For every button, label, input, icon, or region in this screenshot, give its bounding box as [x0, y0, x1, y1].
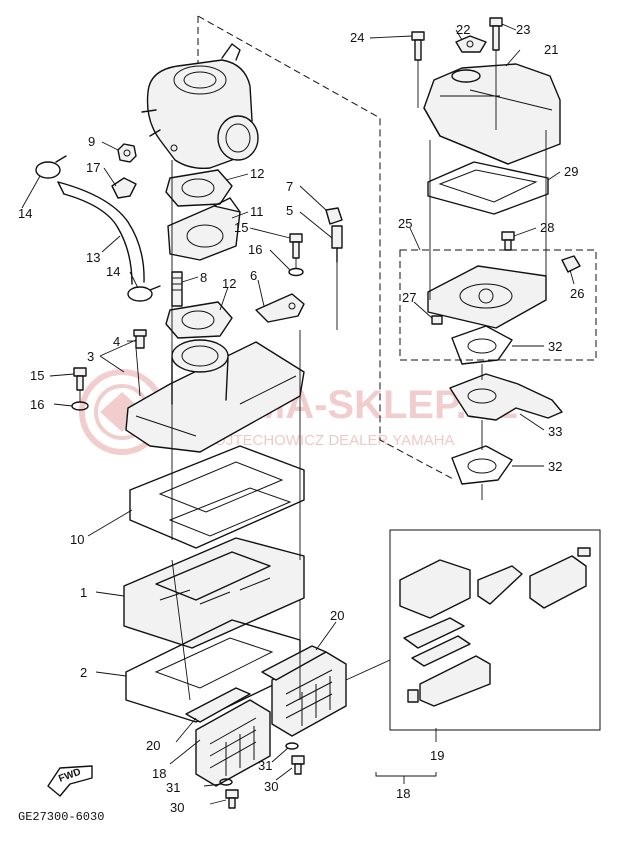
- callout-32-upper: 32: [548, 339, 562, 354]
- fitting-nipple: [561, 255, 581, 273]
- hose-clip-lower: [127, 285, 161, 302]
- callout-16-right: 16: [248, 242, 262, 257]
- callout-6: 6: [250, 268, 257, 283]
- callout-12-upper: 12: [250, 166, 264, 181]
- callout-33: 33: [548, 424, 562, 439]
- callout-26: 26: [570, 286, 584, 301]
- callout-15-left: 15: [30, 368, 44, 383]
- callout-labels: 1 2 3 4 5 6 7 8 9 10 11 12 12 13 14 14 1…: [18, 22, 584, 815]
- manifold-gasket: [129, 445, 305, 549]
- reed-valve-kit-inset: [389, 529, 601, 731]
- callout-10: 10: [70, 532, 84, 547]
- callout-8: 8: [200, 270, 207, 285]
- callout-5: 5: [286, 203, 293, 218]
- forward-direction-arrow: FWD: [47, 765, 93, 797]
- drawing-code: GE27300-6030: [18, 810, 104, 824]
- callout-28: 28: [540, 220, 554, 235]
- reed-valve-assembly-left: [195, 699, 271, 787]
- intake-silencer-cover: [423, 63, 561, 165]
- reed-valve-housing: [123, 537, 305, 649]
- callout-12-lower: 12: [222, 276, 236, 291]
- callout-13: 13: [86, 250, 100, 265]
- callout-2: 2: [80, 665, 87, 680]
- callout-31-right: 31: [258, 758, 272, 773]
- base-screw-left: [431, 315, 443, 325]
- carburetor: [141, 43, 259, 170]
- callout-18-bottom: 18: [396, 786, 410, 801]
- callout-20-right: 20: [330, 608, 344, 623]
- washer-right: [288, 267, 304, 277]
- callout-15-right: 15: [234, 220, 248, 235]
- callout-24: 24: [350, 30, 364, 45]
- stud-bolt: [171, 271, 183, 307]
- manifold-bolt-small: [133, 329, 147, 349]
- base-bolt-top: [501, 231, 515, 251]
- flange-gasket-upper: [451, 325, 513, 365]
- callout-32-lower: 32: [548, 459, 562, 474]
- callout-18-left: 18: [152, 766, 166, 781]
- bolt-right: [289, 233, 303, 259]
- callout-14-upper: 14: [18, 206, 32, 221]
- callout-17: 17: [86, 160, 100, 175]
- gasket-lower: [165, 301, 233, 339]
- hose-clamp-bracket: [111, 177, 137, 199]
- callout-30-right: 30: [264, 779, 278, 794]
- vacuum-cap: [325, 207, 343, 225]
- callout-27: 27: [402, 290, 416, 305]
- callout-31-left: 31: [166, 780, 180, 795]
- fuel-hose: [57, 181, 145, 285]
- lock-washer-right: [285, 742, 299, 750]
- callout-7: 7: [286, 179, 293, 194]
- watermark-subtitle: WOJTECHOWICZ DEALER YAMAHA: [200, 432, 454, 449]
- cap-nut: [117, 143, 137, 163]
- callout-23: 23: [516, 22, 530, 37]
- cover-bolt-right: [489, 17, 503, 51]
- check-valve: [331, 225, 343, 263]
- vent-fitting: [455, 35, 487, 53]
- assembly-lines: [79, 50, 547, 701]
- flange-gasket-lower: [451, 445, 513, 485]
- callout-25: 25: [398, 216, 412, 231]
- screw-right: [291, 755, 305, 775]
- guide-lines: [197, 15, 456, 481]
- bolt-left: [73, 367, 87, 391]
- leader-lines: [21, 23, 575, 805]
- screw-left: [225, 789, 239, 809]
- callout-21: 21: [544, 42, 558, 57]
- hose-clip-upper: [35, 155, 67, 179]
- gasket-upper: [165, 169, 233, 207]
- callout-30-left: 30: [170, 800, 184, 815]
- callout-20-left: 20: [146, 738, 160, 753]
- callout-3: 3: [87, 349, 94, 364]
- callout-29: 29: [564, 164, 578, 179]
- cover-bolt-left: [411, 31, 425, 61]
- silencer-stay: [449, 373, 563, 421]
- callout-19: 19: [430, 748, 444, 763]
- callout-16-left: 16: [30, 397, 44, 412]
- callout-1: 1: [80, 585, 87, 600]
- carburetor-adapter: [167, 197, 241, 261]
- callout-4: 4: [113, 334, 120, 349]
- reed-stopper-right: [261, 645, 327, 681]
- callout-9: 9: [88, 134, 95, 149]
- callout-11: 11: [250, 204, 264, 219]
- callout-14-lower: 14: [106, 264, 120, 279]
- callout-22: 22: [456, 22, 470, 37]
- cover-gasket: [427, 161, 549, 215]
- stay-bracket: [255, 293, 305, 323]
- lock-washer-left: [219, 778, 233, 786]
